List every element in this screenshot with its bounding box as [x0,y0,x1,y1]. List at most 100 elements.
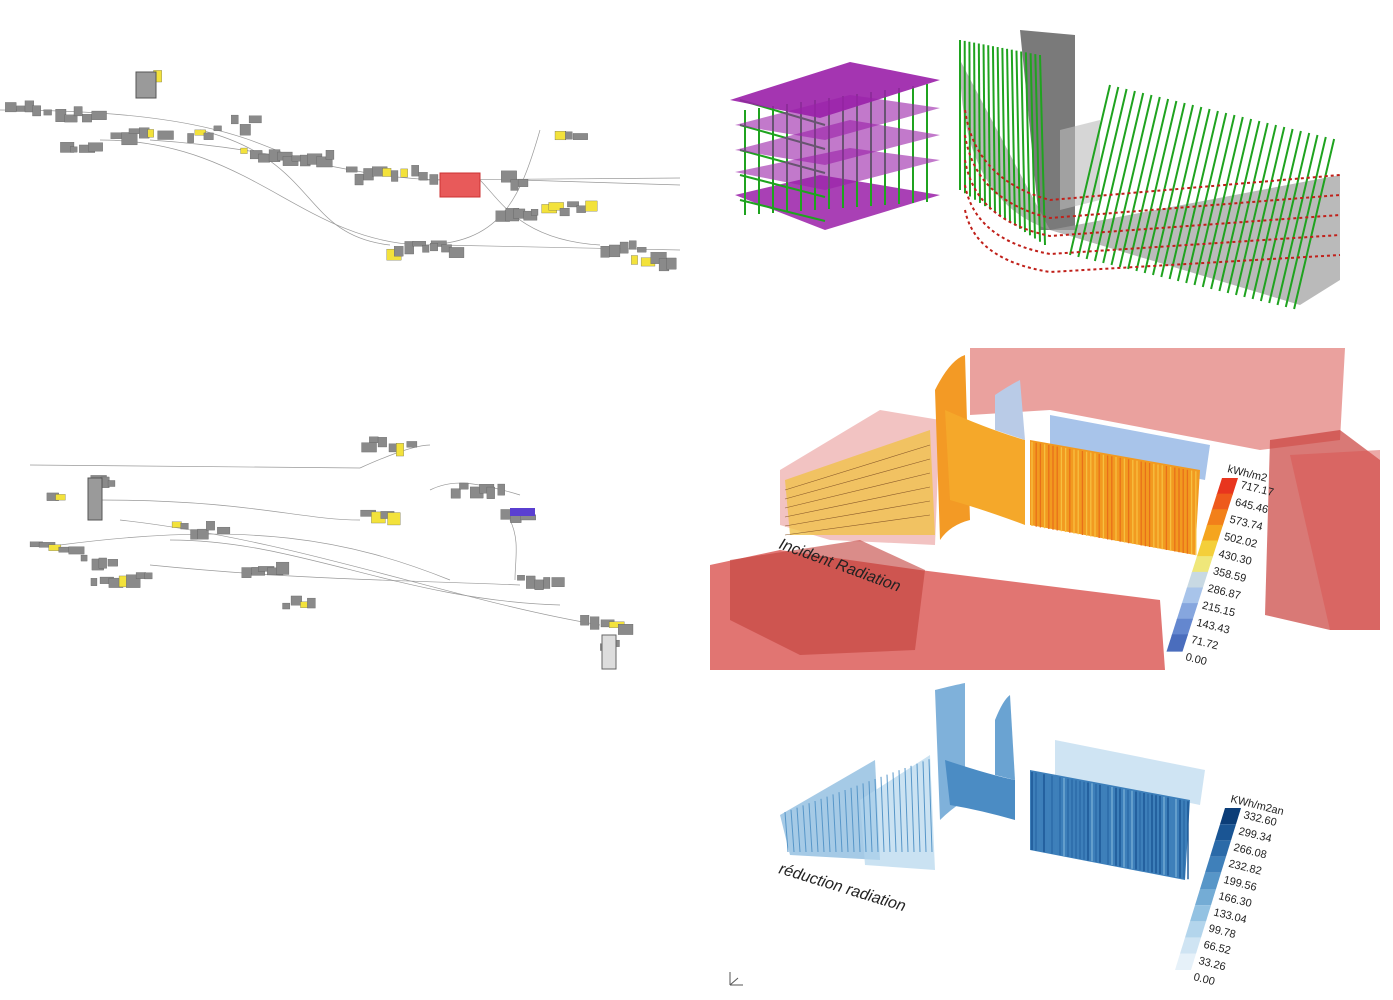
fin [1069,84,1111,256]
legend-value: 266.08 [1232,842,1268,862]
radiation-stripe [928,759,933,853]
legend-value: 143.43 [1195,617,1231,637]
component-node [316,156,333,168]
fin [982,44,986,207]
component-node [400,168,408,178]
floor-line [784,472,931,509]
component-node [590,616,600,630]
radiation-stripe [802,805,807,853]
component-node [517,575,525,581]
radiation-stripe [898,770,903,853]
component-node [501,170,517,183]
component-node [98,557,107,569]
component-node [576,205,586,213]
legend-swatch [1190,905,1211,922]
component-node [629,240,637,250]
component-node [82,114,92,123]
component-node [300,601,309,608]
wire [199,129,391,246]
rail [964,209,1341,274]
component-node [240,147,248,154]
component-node [418,172,428,181]
component-node [486,486,495,499]
component-node [90,578,98,586]
component-node [618,624,634,635]
reduction-radiation-model: réduction radiation [777,683,1205,915]
component-node [239,124,251,136]
fin [1168,108,1211,280]
legend-swatch [1201,524,1223,543]
component-node [631,255,638,265]
legend-value: 99.78 [1207,923,1237,941]
radiation-stripe [814,800,819,853]
legend-value: 358.59 [1212,565,1248,585]
component-node [572,133,588,140]
component-node [180,523,189,530]
component-node [157,130,174,140]
floor-line [784,444,931,491]
fin [1276,134,1319,306]
fin [973,42,976,200]
component-node [107,480,116,487]
fin [1152,104,1194,276]
wire [0,109,301,161]
component-node [55,494,66,501]
fin [739,199,826,222]
component-node [600,246,610,258]
curved-building-model [959,30,1341,310]
legend-value: 299.34 [1237,825,1273,845]
component-node [391,170,399,182]
fin [1243,126,1286,298]
highlighted-group [135,71,157,99]
component-node [354,173,364,186]
wire [29,464,361,469]
legend-value: 33.26 [1197,955,1227,973]
component-node [5,102,17,113]
fin [1251,128,1294,300]
rail [964,184,1341,256]
component-node [282,602,291,610]
legend-value: 232.82 [1227,858,1263,878]
fin [1135,100,1178,272]
fin [1284,136,1327,308]
component-node [567,201,579,208]
component-node [194,129,206,136]
component-node [128,128,141,134]
radiation-stripe [856,785,861,853]
fin [987,45,991,210]
component-node [361,442,377,453]
legend-swatch [1216,478,1238,496]
component-node [637,247,647,253]
rail [964,159,1341,238]
legend-value: 430.30 [1217,548,1253,568]
component-node [422,245,430,253]
component-node [107,559,118,567]
radiation-stripe [820,798,825,853]
fin [1085,88,1128,260]
wire [519,179,681,186]
component-node [88,142,103,152]
legend-swatch [1195,889,1216,906]
legend-value: 133.04 [1212,906,1248,926]
fin [1293,138,1336,310]
fin [1015,50,1021,229]
component-node [523,210,538,221]
component-node [68,546,85,555]
axis-gizmo-icon [729,972,743,986]
radiation-stripe [874,778,879,853]
legend-value: 502.02 [1223,531,1259,551]
component-node [203,132,214,140]
fin [1118,96,1161,268]
fin [1160,106,1203,278]
fin [977,43,981,203]
component-node [585,200,598,212]
legend-swatch [1206,509,1228,527]
incident-radiation-model: Incident Radiation [710,348,1380,670]
grasshopper-definition-bottom [29,436,634,670]
legend-swatch [1186,571,1208,590]
radiation-stripe [784,811,789,853]
component-node [429,174,439,185]
component-node [387,512,401,526]
radiation-stripe [892,772,897,853]
